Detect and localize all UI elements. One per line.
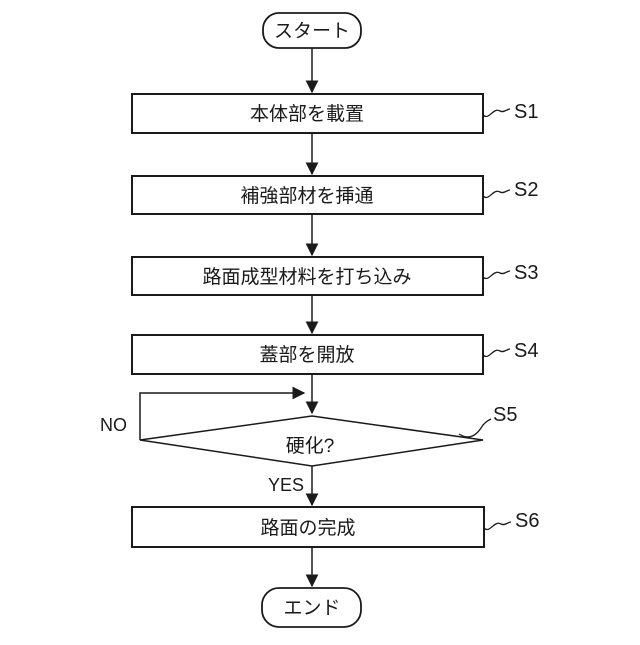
step-ref-s6: S6 (515, 510, 539, 532)
yes-branch-label: YES (268, 475, 304, 495)
process-label-s6: 路面の完成 (260, 517, 355, 539)
no-branch-label: NO (100, 415, 127, 435)
process-box-s1 (131, 93, 484, 134)
callout-squiggle-s4 (482, 348, 511, 358)
step-ref-s1: S1 (514, 101, 538, 123)
process-box-s3 (131, 256, 484, 296)
process-box-s2 (131, 175, 484, 215)
callout-squiggle-s5 (458, 418, 492, 438)
step-ref-s2: S2 (514, 179, 538, 201)
process-label-s2: 補強部材を挿通 (240, 185, 373, 207)
process-label-s4: 蓋部を開放 (259, 344, 354, 366)
process-box-s6 (131, 506, 485, 548)
start-node-label: スタート (274, 20, 350, 42)
process-box-s4 (131, 334, 484, 375)
process-label-s3: 路面成型材料を打ち込み (202, 266, 411, 288)
no-return-line (139, 386, 306, 440)
end-node (261, 587, 362, 628)
step-ref-s3: S3 (514, 262, 538, 284)
decision-label-s5: 硬化? (286, 435, 335, 457)
callout-squiggle-s2 (482, 189, 511, 199)
end-node-label: エンド (283, 598, 340, 619)
process-label-s1: 本体部を載置 (250, 103, 364, 125)
callout-squiggle-s6 (483, 521, 512, 531)
step-ref-s5: S5 (493, 404, 517, 426)
step-ref-s4: S4 (514, 340, 538, 362)
callout-squiggle-s3 (482, 270, 511, 280)
callout-squiggle-s1 (482, 108, 511, 118)
